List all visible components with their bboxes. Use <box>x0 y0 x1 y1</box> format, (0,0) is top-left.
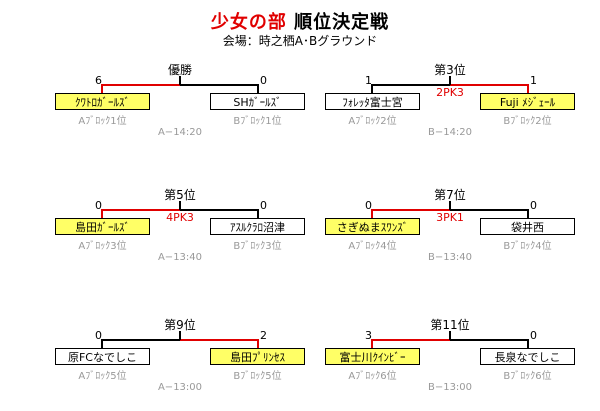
team-box-right: 袋井西 <box>480 218 575 235</box>
seed-left: Aﾌﾞﾛｯｸ3位 <box>78 241 127 252</box>
left-score: 1 <box>365 74 372 87</box>
match-label: 第7位 <box>434 188 466 202</box>
team-box-left: 原FCなでしこ <box>55 348 150 365</box>
match-label: 第3位 <box>434 63 466 77</box>
match-label: 第9位 <box>164 318 196 332</box>
seed-left: Aﾌﾞﾛｯｸ2位 <box>348 116 397 127</box>
match-time: B−14:20 <box>427 127 473 138</box>
right-score: 1 <box>530 74 537 87</box>
seed-right: Bﾌﾞﾛｯｸ3位 <box>233 241 282 252</box>
bracket-line-right <box>450 339 528 341</box>
bracket-line-center <box>179 331 181 340</box>
bracket-drop-left <box>371 339 373 349</box>
title-main: 順位決定戦 <box>294 12 390 33</box>
match-bracket: 第9位 0 2 原FCなでしこ 島田ﾌﾟﾘﾝｾｽ Aﾌﾞﾛｯｸ5位 Bﾌﾞﾛｯｸ… <box>55 316 305 411</box>
match-bracket: 第11位 3 0 富士川ｸｲﾝﾋﾞｰ 長泉なでしこ Aﾌﾞﾛｯｸ6位 Bﾌﾞﾛｯ… <box>325 316 575 411</box>
bracket-drop-right <box>527 209 529 219</box>
seed-right: Bﾌﾞﾛｯｸ2位 <box>503 116 552 127</box>
bracket-line-center <box>449 331 451 340</box>
bracket-line-center <box>449 76 451 85</box>
match-label: 優勝 <box>167 63 192 77</box>
team-box-right: Fuji ﾒｼﾞｪｰﾙ <box>480 93 575 110</box>
bracket-line-right <box>180 209 258 211</box>
left-score: 6 <box>95 74 102 87</box>
seed-left: Aﾌﾞﾛｯｸ5位 <box>78 371 127 382</box>
match-bracket: 第7位 0 0 3PK1 さぎぬまｽﾜﾝｽﾞ 袋井西 Aﾌﾞﾛｯｸ4位 Bﾌﾞﾛ… <box>325 186 575 281</box>
bracket-line-left <box>102 339 180 341</box>
team-box-right: 長泉なでしこ <box>480 348 575 365</box>
bracket-line-left <box>102 84 180 86</box>
seed-right: Bﾌﾞﾛｯｸ4位 <box>503 241 552 252</box>
match-time: A−13:00 <box>157 382 203 393</box>
bracket-line-center <box>179 76 181 85</box>
bracket-line-left <box>372 84 450 86</box>
match-bracket: 第3位 1 1 2PK3 ﾌｫﾚｯﾀ富士宮 Fuji ﾒｼﾞｪｰﾙ Aﾌﾞﾛｯｸ… <box>325 61 575 156</box>
team-box-right: SHｶﾞｰﾙｽﾞ <box>210 93 305 110</box>
right-score: 0 <box>530 329 537 342</box>
bracket-drop-right <box>527 339 529 349</box>
left-score: 0 <box>365 199 372 212</box>
match-time: B−13:00 <box>427 382 473 393</box>
pk-result: 2PK3 <box>436 86 464 99</box>
seed-left: Aﾌﾞﾛｯｸ1位 <box>78 116 127 127</box>
bracket-line-left <box>372 209 450 211</box>
team-box-left: 富士川ｸｲﾝﾋﾞｰ <box>325 348 420 365</box>
bracket-line-right <box>180 84 258 86</box>
right-score: 0 <box>260 74 267 87</box>
seed-left: Aﾌﾞﾛｯｸ6位 <box>348 371 397 382</box>
seed-right: Bﾌﾞﾛｯｸ1位 <box>233 116 282 127</box>
seed-left: Aﾌﾞﾛｯｸ4位 <box>348 241 397 252</box>
title-category: 少女の部 <box>210 12 287 33</box>
team-box-right: ｱｽﾙｸﾗﾛ沼津 <box>210 218 305 235</box>
bracket-line-right <box>180 339 258 341</box>
team-box-left: ﾌｫﾚｯﾀ富士宮 <box>325 93 420 110</box>
bracket-drop-right <box>257 209 259 219</box>
match-time: B−13:40 <box>427 252 473 263</box>
bracket-line-center <box>449 201 451 210</box>
right-score: 2 <box>260 329 267 342</box>
match-bracket: 第5位 0 0 4PK3 島田ｶﾞｰﾙｽﾞ ｱｽﾙｸﾗﾛ沼津 Aﾌﾞﾛｯｸ3位 … <box>55 186 305 281</box>
bracket-drop-left <box>371 209 373 219</box>
left-score: 0 <box>95 199 102 212</box>
bracket-drop-left <box>101 84 103 94</box>
match-label: 第11位 <box>430 318 470 332</box>
bracket-drop-left <box>101 339 103 349</box>
match-time: A−13:40 <box>157 252 203 263</box>
bracket-line-right <box>450 84 528 86</box>
bracket-drop-right <box>257 339 259 349</box>
bracket-line-left <box>102 209 180 211</box>
team-box-right: 島田ﾌﾟﾘﾝｾｽ <box>210 348 305 365</box>
team-box-left: ｸﾜﾄﾛｶﾞｰﾙｽﾞ <box>55 93 150 110</box>
pk-result: 4PK3 <box>166 211 194 224</box>
team-box-left: 島田ｶﾞｰﾙｽﾞ <box>55 218 150 235</box>
match-time: A−14:20 <box>157 127 203 138</box>
seed-right: Bﾌﾞﾛｯｸ6位 <box>503 371 552 382</box>
right-score: 0 <box>260 199 267 212</box>
pk-result: 3PK1 <box>436 211 464 224</box>
match-bracket: 優勝 6 0 ｸﾜﾄﾛｶﾞｰﾙｽﾞ SHｶﾞｰﾙｽﾞ Aﾌﾞﾛｯｸ1位 Bﾌﾞﾛ… <box>55 61 305 156</box>
seed-right: Bﾌﾞﾛｯｸ5位 <box>233 371 282 382</box>
right-score: 0 <box>530 199 537 212</box>
page-title: 少女の部 順位決定戦 <box>0 8 600 34</box>
bracket-drop-left <box>101 209 103 219</box>
bracket-drop-right <box>527 84 529 94</box>
bracket-drop-left <box>371 84 373 94</box>
left-score: 0 <box>95 329 102 342</box>
match-label: 第5位 <box>164 188 196 202</box>
venue-subtitle: 会場：時之栖A･Bグラウンド <box>222 34 378 48</box>
bracket-drop-right <box>257 84 259 94</box>
bracket-line-right <box>450 209 528 211</box>
left-score: 3 <box>365 329 372 342</box>
bracket-line-left <box>372 339 450 341</box>
bracket-line-center <box>179 201 181 210</box>
team-box-left: さぎぬまｽﾜﾝｽﾞ <box>325 218 420 235</box>
